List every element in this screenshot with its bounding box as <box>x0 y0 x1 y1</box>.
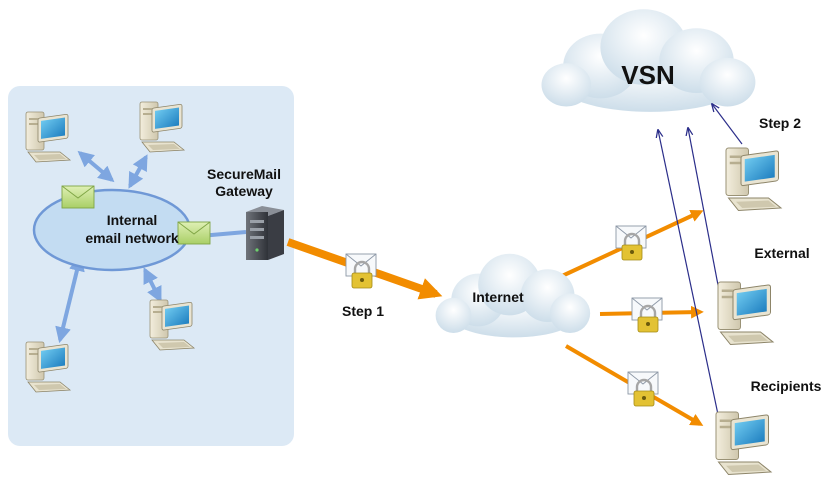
recipients-label: Recipients <box>750 378 822 394</box>
locked-envelope-icon <box>626 370 660 408</box>
internet-label: Internet <box>472 289 524 305</box>
step1-label: Step 1 <box>341 303 384 319</box>
computer-icon <box>715 411 772 476</box>
internal-network-label-line1: Internal <box>106 212 158 228</box>
envelope-icon <box>61 185 95 209</box>
computer-icon <box>717 281 774 346</box>
internal-network-label: Internal email network <box>72 211 192 247</box>
locked-envelope-icon <box>344 252 378 290</box>
external-label: External <box>754 245 810 261</box>
gateway-label: SecureMail Gateway <box>190 166 298 200</box>
computer-icon <box>725 147 782 212</box>
computer-icon <box>149 299 195 351</box>
locked-envelope-icon <box>630 296 664 334</box>
computer-icon <box>25 341 71 393</box>
internal-network-label-line2: email network <box>85 230 179 246</box>
vsn-label: VSN <box>621 60 675 90</box>
server-icon <box>246 206 284 260</box>
gateway-label-line2: Gateway <box>215 183 273 199</box>
locked-envelope-icon <box>614 224 648 262</box>
internal-connections <box>55 150 247 344</box>
computer-icon <box>25 111 71 163</box>
vsn-connections <box>658 104 743 425</box>
computer-icon <box>139 101 185 153</box>
step2-label: Step 2 <box>758 115 801 131</box>
gateway-label-line1: SecureMail <box>207 166 281 182</box>
